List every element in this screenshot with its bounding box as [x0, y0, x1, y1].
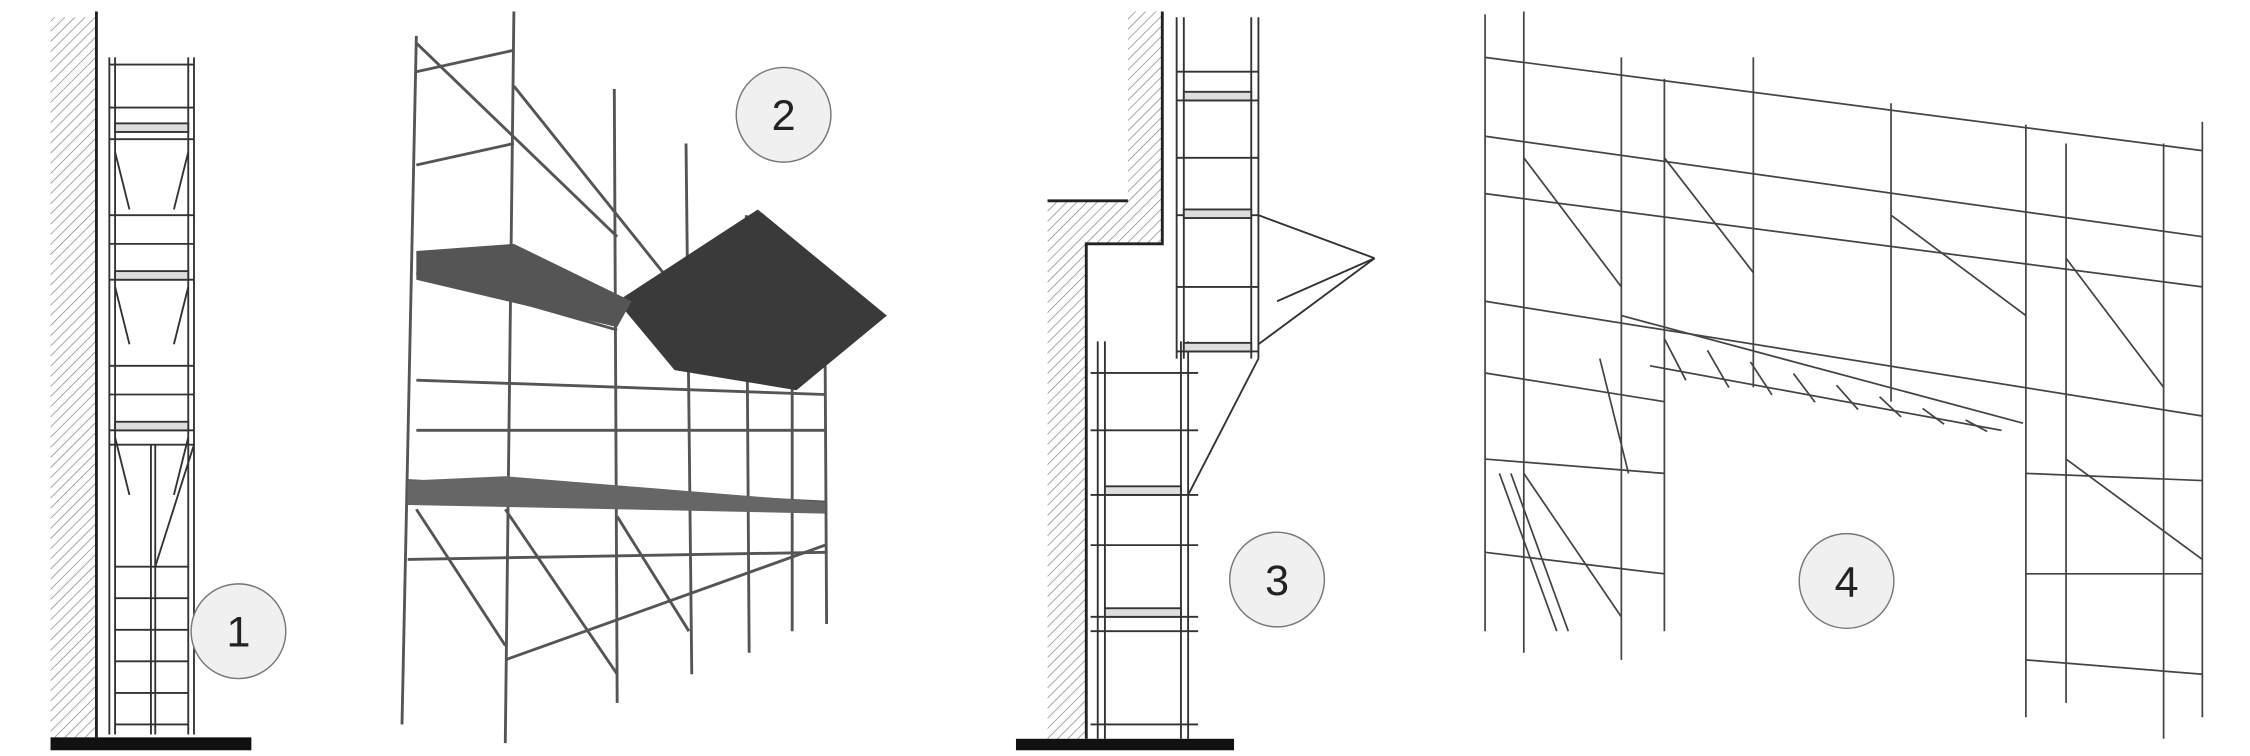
upright [400, 35, 418, 725]
ledger [2025, 659, 2203, 676]
upright [684, 143, 694, 675]
ledger [1484, 372, 1665, 403]
platform-deck [1103, 485, 1182, 496]
bridge-diagonal [1749, 361, 1773, 396]
figure-number: 3 [1265, 557, 1289, 605]
platform-deck [1103, 607, 1182, 618]
upright [823, 365, 829, 625]
bracket [1257, 257, 1376, 346]
ledger [416, 142, 515, 167]
brace [1663, 157, 1755, 274]
wall-hatch [50, 17, 97, 738]
wall-face [1047, 11, 1164, 739]
figure-number: 2 [772, 92, 796, 140]
platform-deck [1182, 341, 1253, 353]
brace [172, 286, 190, 345]
ledger [416, 48, 515, 74]
brace [114, 151, 131, 210]
brace [512, 85, 688, 303]
figure-badge: 2 [735, 66, 832, 163]
brace [2065, 257, 2165, 388]
platform-deck [114, 420, 190, 432]
brace [1523, 157, 1623, 288]
ground-bar [1015, 738, 1235, 751]
bracket [1258, 214, 1375, 260]
platform-deck [1182, 208, 1253, 219]
upright [503, 11, 516, 744]
ledger [1484, 551, 1665, 575]
brace [114, 286, 131, 345]
figure-number: 1 [226, 609, 250, 657]
brace [172, 151, 190, 210]
bridge-diagonal [1922, 407, 1945, 425]
figure-2: 2 [400, 11, 887, 744]
brace [1890, 214, 2027, 317]
platform-deck [1182, 90, 1253, 102]
scaffold-frame [108, 57, 195, 735]
brace [2065, 458, 2203, 561]
platform-deck [114, 122, 190, 133]
figure-1: 1 [50, 11, 287, 751]
bridge-diagonal [1792, 373, 1816, 403]
brace [504, 508, 619, 676]
figure-3: 3 [1015, 11, 1376, 751]
ledger [407, 550, 826, 561]
figure-badge: 1 [190, 583, 287, 680]
figure-4: 4 [1484, 11, 2204, 739]
upright [612, 88, 619, 703]
ledger [1484, 135, 2203, 238]
ladder-rail [1498, 473, 1558, 632]
brace [415, 42, 619, 238]
figure-number: 4 [1835, 558, 1859, 606]
figure-badge: 3 [1229, 531, 1326, 628]
ledger [1484, 300, 2203, 417]
ground-bar [50, 737, 252, 751]
bridge-diagonal [1965, 419, 1988, 433]
bridge-diagonal [1663, 338, 1687, 381]
bracket [1276, 257, 1375, 303]
ladder-rail [1510, 473, 1570, 632]
upper-deck [416, 243, 632, 328]
brace [415, 508, 507, 647]
ladder-rail [1598, 358, 1630, 474]
bridge-diagonal [1706, 349, 1730, 389]
bridge-chord [1621, 314, 2024, 425]
brace [154, 444, 195, 567]
protection-roof [617, 209, 887, 391]
ledger [1484, 458, 1665, 475]
brace [1523, 472, 1623, 618]
lower-deck [407, 476, 826, 514]
figure-badge: 4 [1798, 532, 1895, 630]
ledger [2025, 472, 2203, 482]
wall-hatch [1047, 11, 1163, 739]
ledger [504, 543, 826, 662]
platform-deck [114, 270, 190, 281]
brace [114, 437, 131, 496]
ledger [416, 378, 826, 396]
brace [615, 515, 691, 632]
bridge-diagonal [1835, 384, 1859, 411]
scaffold-frame [1090, 17, 1376, 739]
scaffold-frame [1484, 11, 2204, 739]
ledger [1484, 192, 2203, 288]
ledger [1484, 56, 2203, 152]
brace [1187, 358, 1260, 496]
bridge-diagonal [1878, 396, 1902, 418]
brace [172, 437, 190, 496]
bridge-chord [1649, 364, 2002, 432]
